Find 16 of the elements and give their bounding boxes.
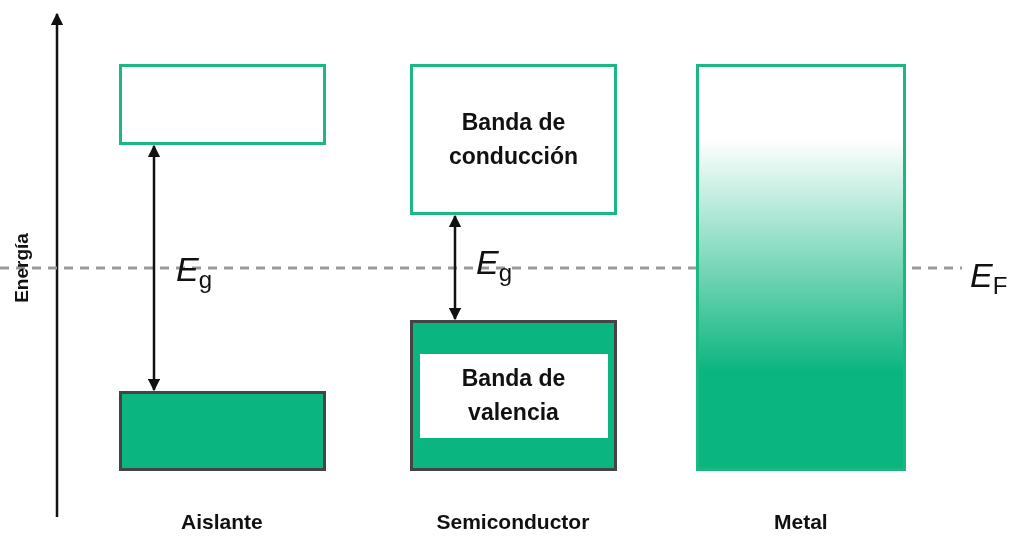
band-gap-label: E$_{g}$ [176,252,213,293]
column-label: Semiconductor [436,510,590,534]
band-gap-label: E$_{g}$ [476,245,513,286]
double-arrow [448,214,462,321]
conduction-band-box [410,64,617,215]
overlapping-band-box [696,64,906,471]
valence-band-box [119,391,326,471]
fermi-level-label: E$_{F}$ [970,258,1008,299]
axis-label: Energía [10,233,33,303]
column-label: Aislante [181,510,263,534]
column-label: Metal [774,510,828,534]
band-label: Banda de conducción [447,108,580,171]
valence-band-box [410,320,617,471]
conduction-band-box [119,64,326,145]
double-arrow [147,144,161,392]
band-label: Banda de valencia [419,353,608,438]
